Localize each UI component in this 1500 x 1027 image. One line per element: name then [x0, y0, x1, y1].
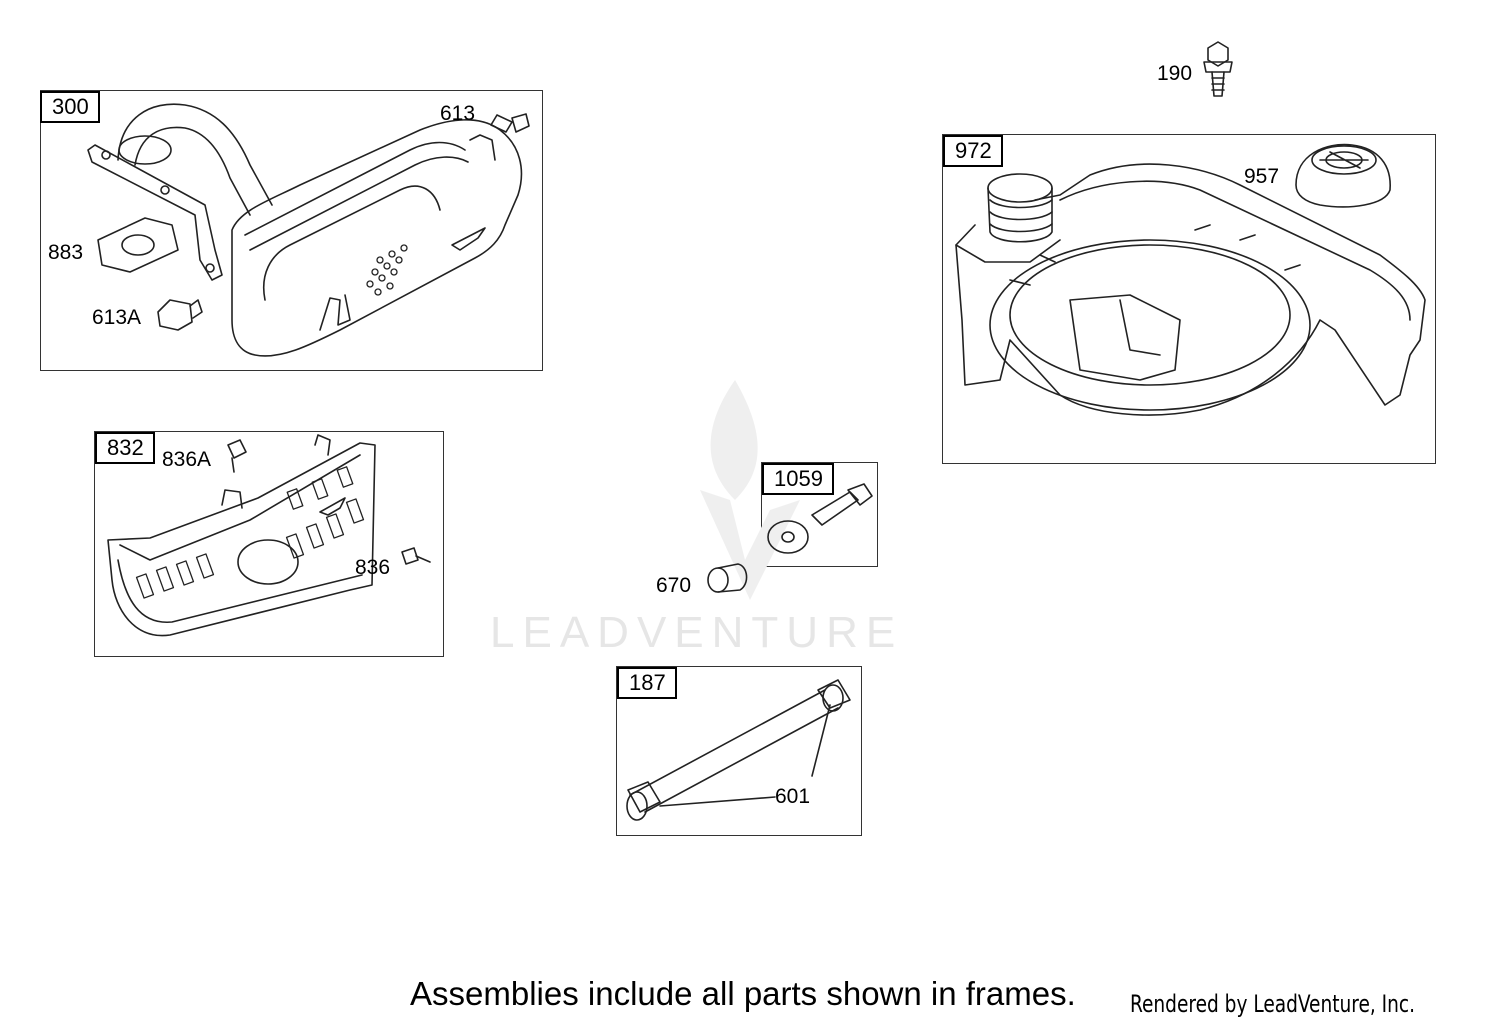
watermark-text: LEADVENTURE — [490, 608, 904, 657]
frame-muffler-assembly — [40, 90, 543, 371]
callout-613a: 613A — [92, 306, 142, 329]
callout-883: 883 — [48, 241, 84, 264]
watermark-logo-icon — [700, 380, 800, 600]
assemblies-note: Assemblies include all parts shown in fr… — [410, 975, 1076, 1012]
assembly-label-972: 972 — [943, 135, 1003, 167]
callout-190: 190 — [1157, 62, 1193, 85]
assembly-label-832: 832 — [95, 432, 155, 464]
callout-836: 836 — [355, 556, 391, 579]
callout-670: 670 — [656, 574, 692, 597]
callout-836a: 836A — [162, 448, 212, 471]
muffler-drawing — [87, 103, 530, 357]
fuel-hose-drawing — [626, 679, 851, 821]
assembly-label-300: 300 — [40, 91, 100, 123]
callout-601: 601 — [775, 785, 811, 808]
spacer-kit-drawing — [707, 483, 873, 593]
callout-957: 957 — [1244, 165, 1280, 188]
frame-hose-assembly — [616, 666, 862, 836]
assembly-label-1059: 1059 — [762, 463, 834, 495]
frame-spacer-kit — [761, 462, 878, 567]
fuel-tank-drawing — [955, 41, 1426, 416]
frame-fuel-tank-assembly — [942, 134, 1436, 464]
callout-613: 613 — [440, 102, 476, 125]
muffler-guard-drawing — [107, 434, 431, 637]
assembly-label-187: 187 — [617, 667, 677, 699]
render-credit: Rendered by LeadVenture, Inc. — [1130, 990, 1416, 1018]
frame-guard-assembly — [94, 431, 444, 657]
